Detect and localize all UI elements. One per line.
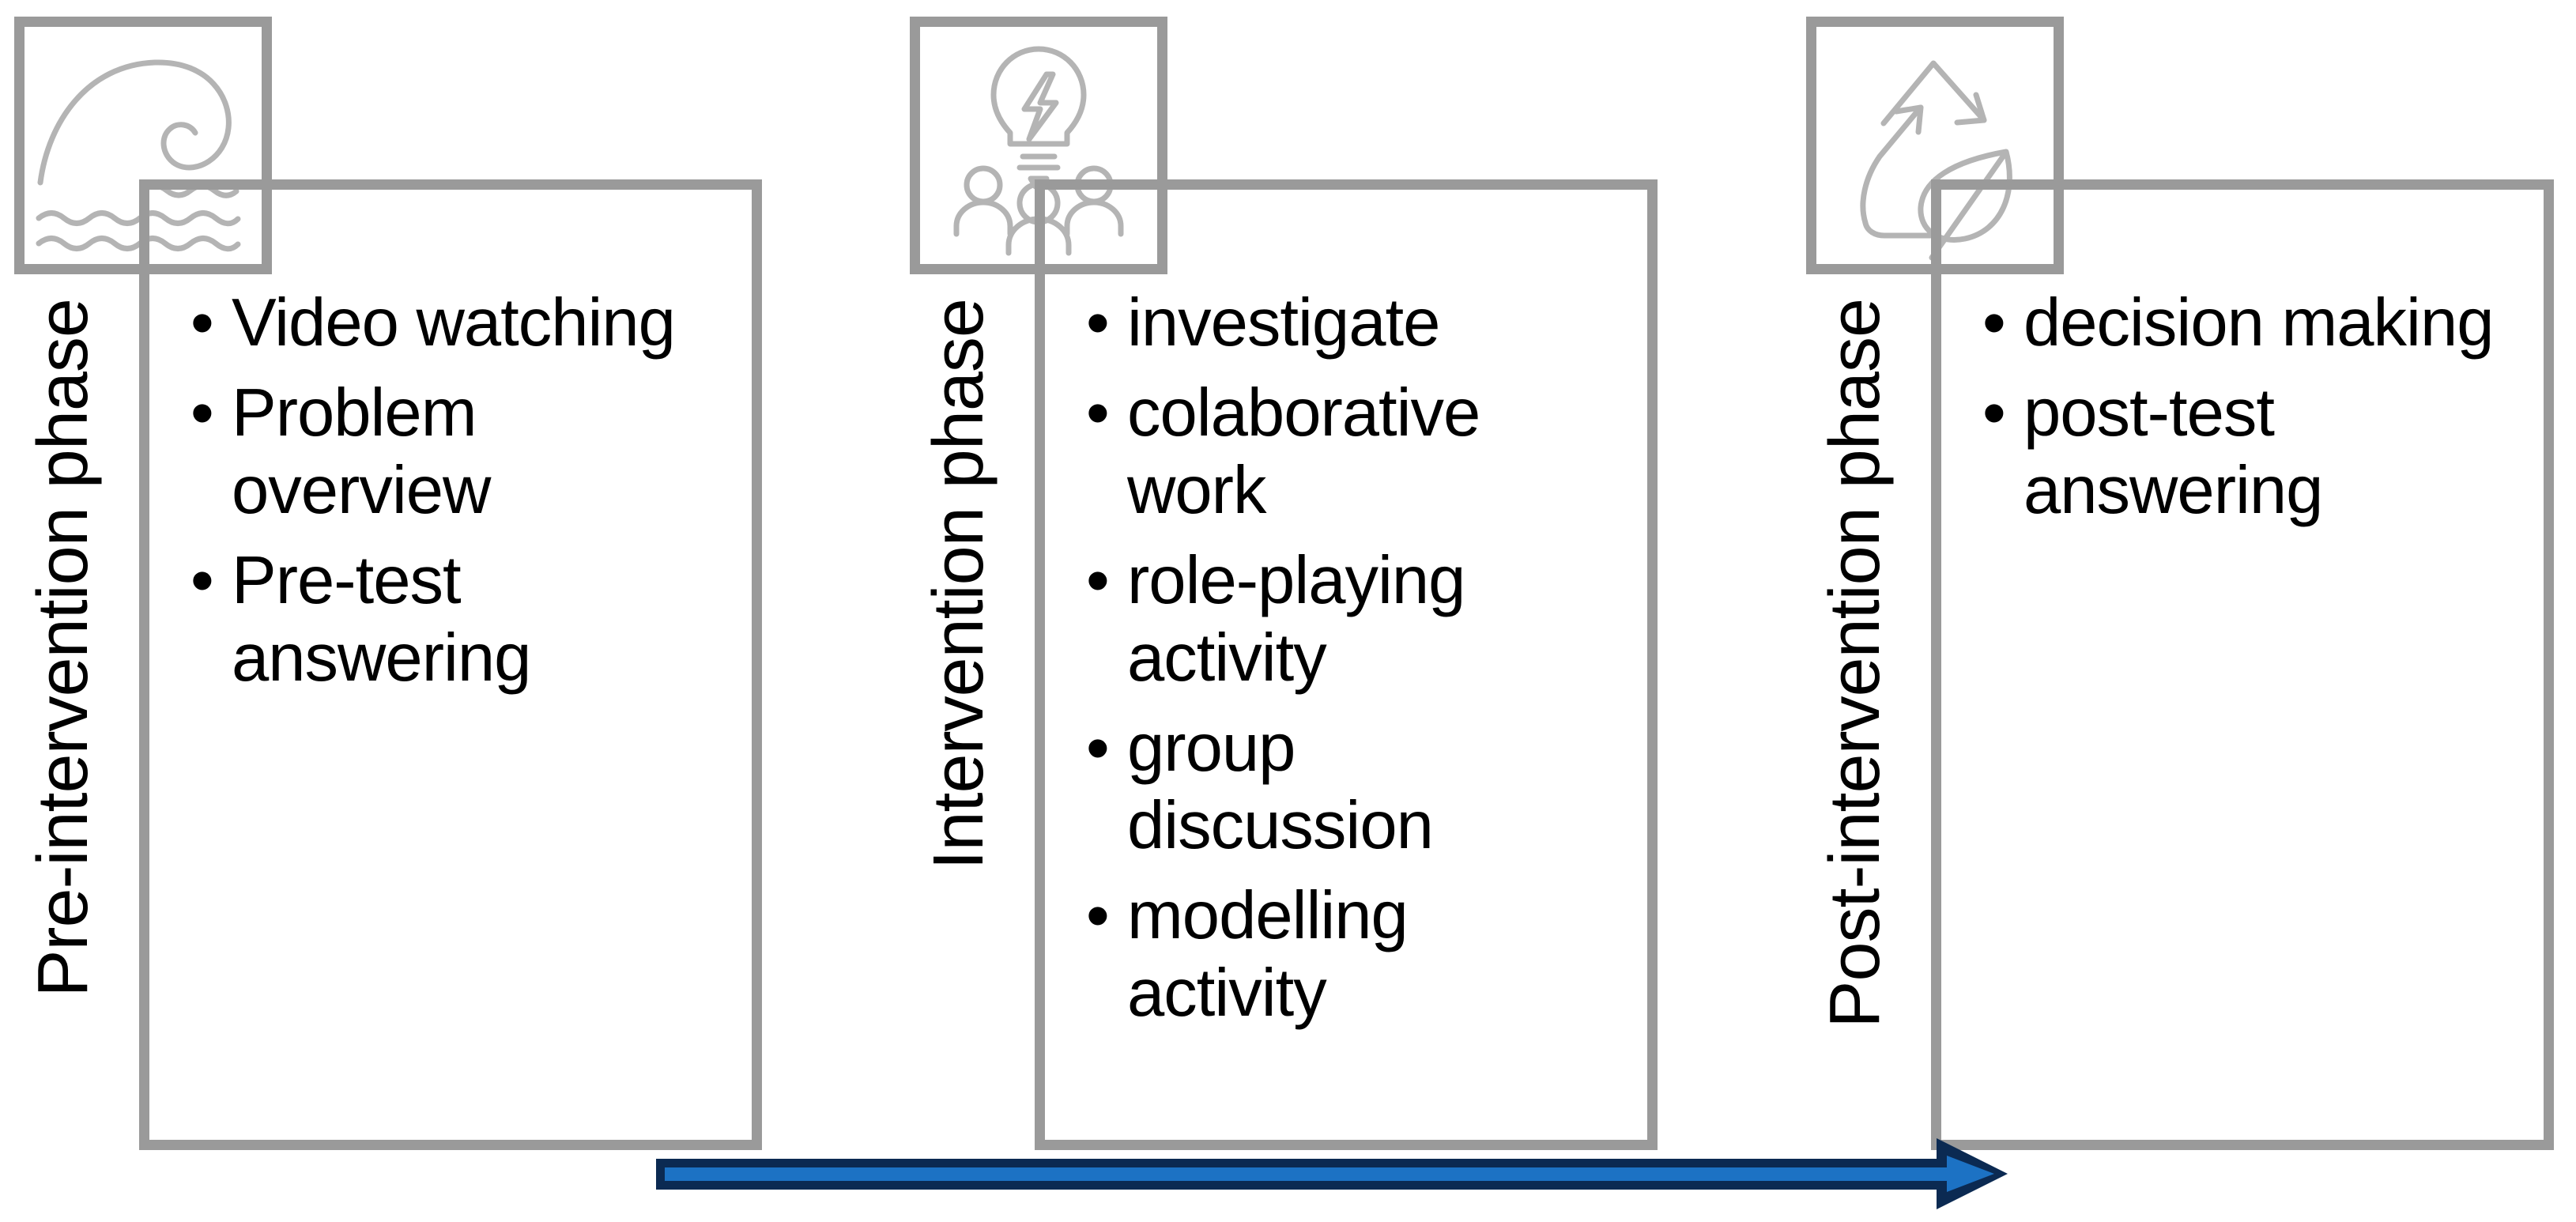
list-item: investigate [1086, 285, 1641, 362]
list-item: modelling activity [1086, 877, 1507, 1032]
list-item: Video watching [190, 285, 745, 362]
phase-label: Post-intervention phase [1816, 299, 1895, 1028]
list-item: colaborative work [1086, 375, 1601, 530]
list-item: Pre-test answering [190, 542, 627, 697]
icon-box [14, 17, 272, 274]
phase-panel-post-intervention: Post-intervention phase [1792, 0, 2576, 1222]
timeline-arrow-fill [665, 1156, 1994, 1192]
phase-panel-pre-intervention: Pre-intervention phase Video watching Pr… [0, 0, 896, 1222]
list-item: post-test answering [1982, 375, 2403, 530]
phase-content-box: Video watching Problem overview Pre-test… [139, 179, 762, 1150]
phase-label: Pre-intervention phase [24, 299, 103, 998]
bullet-list: investigate colaborative work role-playi… [1086, 285, 1641, 1032]
phase-label: Intervention phase [919, 299, 998, 870]
timeline-arrow [656, 1138, 2008, 1209]
bullet-list: Video watching Problem overview Pre-test… [190, 285, 745, 697]
bullet-list: decision making post-test answering [1982, 285, 2537, 530]
phase-content-box: decision making post-test answering [1931, 179, 2554, 1150]
list-item: decision making [1982, 285, 2537, 362]
list-item: role-playing activity [1086, 542, 1570, 697]
phase-panel-intervention: Intervention phase [896, 0, 1791, 1222]
list-item: group discussion [1086, 710, 1507, 865]
phase-content-box: investigate colaborative work role-playi… [1035, 179, 1658, 1150]
list-item: Problem overview [190, 375, 627, 530]
recycle-leaf-icon [1816, 27, 2054, 264]
